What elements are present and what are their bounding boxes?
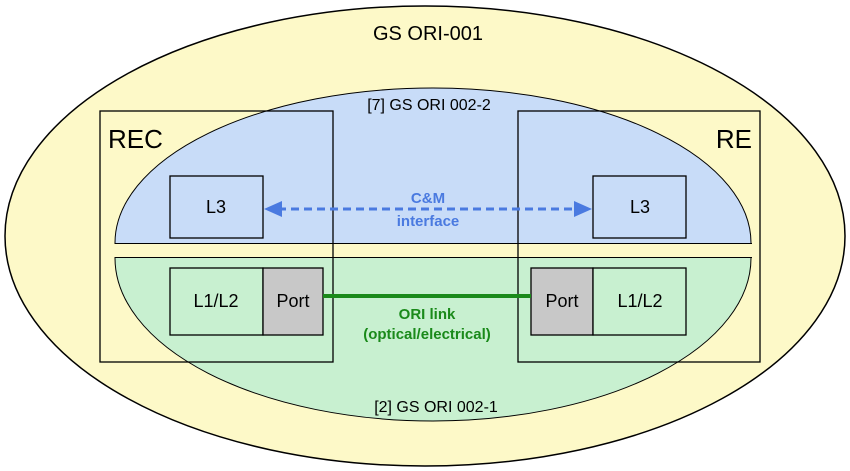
rec-l3-box [169,175,264,239]
re-l1l2-label: L1/L2 [617,291,662,311]
rec-port-label: Port [276,291,309,311]
rec-l1l2-box [169,267,264,336]
lower-region-label: [2] GS ORI 002-1 [374,399,498,416]
re-l1l2-box [592,267,687,336]
upper-region-label: [7] GS ORI 002-2 [367,97,491,114]
re-l3-label: L3 [630,197,650,217]
ori-label-line1: ORI link [399,306,456,323]
rec-l3-label: L3 [206,197,226,217]
cm-arrowhead-right [574,201,592,217]
rec-l1l2-label: L1/L2 [193,291,238,311]
re-label: RE [716,124,752,154]
outer-title: GS ORI-001 [373,23,483,45]
cm-label-line2: interface [397,213,460,230]
re-port-label: Port [545,291,578,311]
rec-label: REC [108,124,163,154]
rec-port-box [262,267,324,336]
re-l3-box [592,175,687,239]
cm-arrowhead-left [264,201,282,217]
ori-label-line2: (optical/electrical) [363,326,491,343]
re-box [517,110,761,363]
rec-box [99,110,334,363]
cm-label-line1: C&M [411,190,445,207]
